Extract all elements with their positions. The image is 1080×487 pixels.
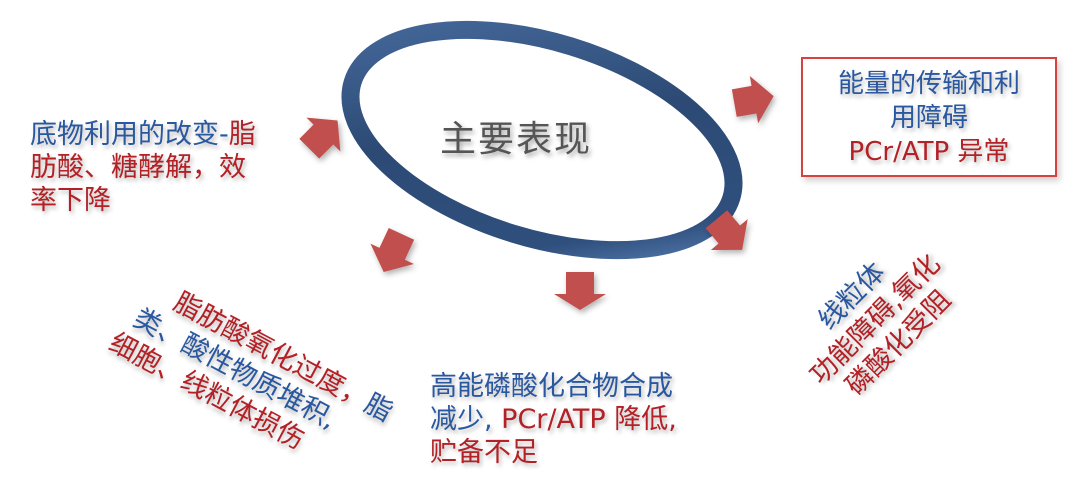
arrow-icon xyxy=(370,227,415,272)
energy-line-1: 能量的传输和利 xyxy=(837,69,1020,99)
substrate-blue-text: 底物利用的改变- xyxy=(30,119,229,150)
substrate-line-2: 肪酸、糖酵解，效 xyxy=(30,152,246,183)
center-title: 主要表现 xyxy=(440,119,593,160)
arrow-icon xyxy=(705,210,748,250)
high-energy-line-2-red: PCr/ATP 降低, xyxy=(501,404,677,435)
node-high-energy: 高能磷酸化合物合成 减少, PCr/ATP 降低, 贮备不足 xyxy=(430,370,677,469)
node-energy-box: 能量的传输和利 用障碍 PCr/ATP 异常 xyxy=(801,57,1057,177)
arrow-icon xyxy=(554,272,606,310)
high-energy-line-1: 高能磷酸化合物合成 xyxy=(430,371,673,402)
substrate-line-3: 率下降 xyxy=(30,185,111,216)
high-energy-line-2-blue: 减少, xyxy=(430,404,502,435)
energy-line-3: PCr/ATP 异常 xyxy=(848,137,1010,167)
substrate-red-text: 脂 xyxy=(228,119,256,150)
node-substrate: 底物利用的改变-脂 肪酸、糖酵解，效 率下降 xyxy=(30,118,256,217)
energy-line-2: 用障碍 xyxy=(889,103,968,133)
arrow-icon xyxy=(299,117,341,159)
high-energy-line-3: 贮备不足 xyxy=(430,437,538,468)
arrow-icon xyxy=(731,76,774,124)
